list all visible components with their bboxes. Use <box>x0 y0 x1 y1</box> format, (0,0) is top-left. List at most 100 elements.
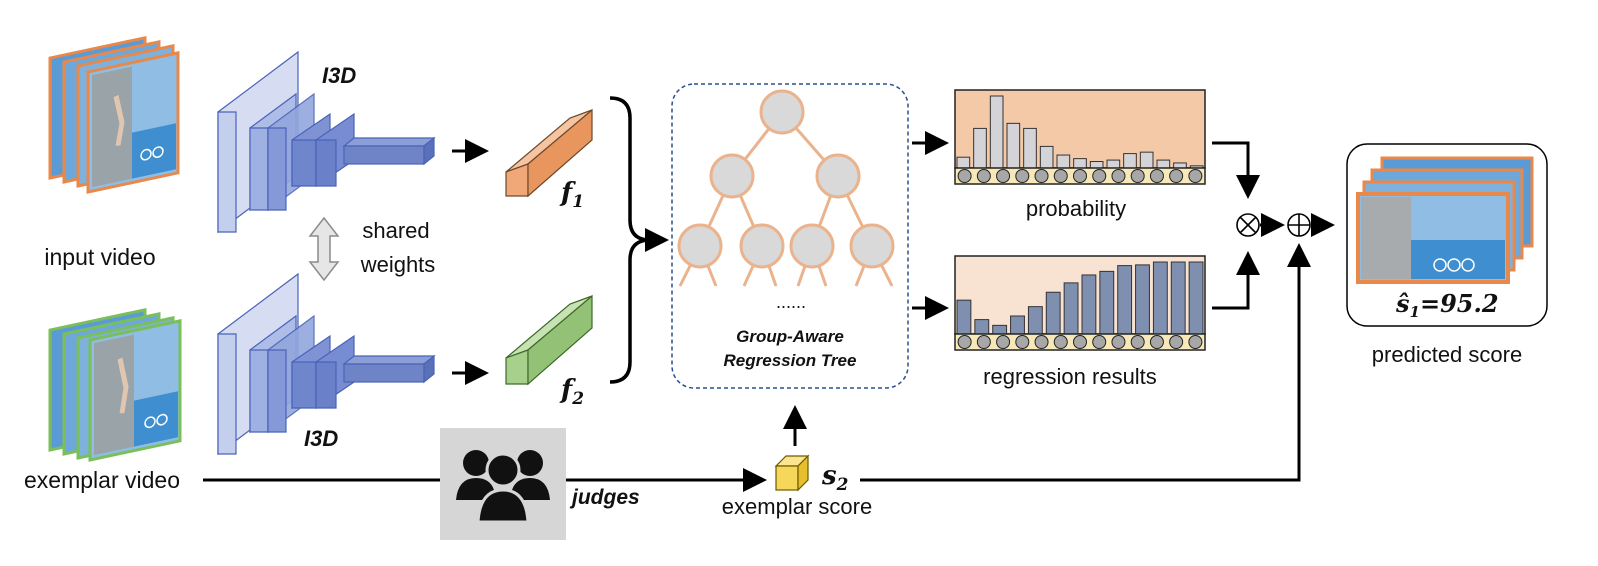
tree-node <box>739 223 785 269</box>
histogram-slot <box>957 335 972 349</box>
histogram-slot <box>1130 169 1145 183</box>
judges-label: judges <box>569 486 640 509</box>
weights-label: weights <box>360 252 436 277</box>
histogram-bar <box>1156 159 1171 169</box>
predicted-score-label: predicted score <box>1372 342 1522 367</box>
histogram-slot <box>976 169 991 183</box>
histogram-slot <box>1111 169 1126 183</box>
shared-label: shared <box>362 218 429 243</box>
histogram-bar <box>1073 158 1087 169</box>
histogram-slot <box>957 169 972 183</box>
histogram-slot <box>1092 335 1107 349</box>
histogram-bar <box>956 299 972 335</box>
predicted-video-stack <box>1356 156 1534 284</box>
feature-f2-block <box>505 294 593 386</box>
histogram-bar <box>992 324 1008 335</box>
tree-ellipsis: ...... <box>776 292 806 312</box>
histogram-bar <box>1063 282 1079 335</box>
f2-label: f2 <box>559 375 584 409</box>
multiply-otimes-icon <box>1236 213 1260 237</box>
histogram-slot <box>996 169 1011 183</box>
histogram-bar <box>1027 306 1043 335</box>
probability-label: probability <box>1026 196 1126 221</box>
input-video-label: input video <box>44 244 155 270</box>
histogram-bar <box>1045 291 1061 335</box>
f1-label: f1 <box>559 178 584 212</box>
histogram-bar <box>973 127 987 169</box>
histogram-slot <box>1073 335 1087 349</box>
histogram-bar <box>1056 154 1071 169</box>
tree-node <box>709 153 755 199</box>
histogram-slot <box>1169 169 1184 183</box>
histogram-bar <box>1039 145 1054 169</box>
regression-tree <box>677 89 895 287</box>
histogram-bar <box>956 156 971 169</box>
histogram-slot <box>1092 169 1107 183</box>
exemplar-score-cube <box>774 454 810 492</box>
feature-f1-block <box>505 108 593 198</box>
histogram-slot <box>1015 169 1030 183</box>
i3d-label-top: I3D <box>322 63 356 88</box>
input-video-stack <box>48 35 180 194</box>
arrow-score-to-add <box>860 243 1311 482</box>
i3d-network-top <box>217 50 436 234</box>
histogram-slot <box>1034 169 1049 183</box>
histogram-slot <box>1053 335 1068 349</box>
histogram-slot <box>1188 169 1203 183</box>
histogram-slot <box>1188 335 1203 349</box>
arrow-prob-to-multiply <box>1212 141 1260 199</box>
histogram-slot <box>996 335 1011 349</box>
shared-weights-double-arrow-icon <box>308 216 340 282</box>
histogram-bar <box>1170 261 1186 335</box>
histogram-slot <box>1073 169 1087 183</box>
histogram-slot <box>1149 169 1164 183</box>
tree-node <box>815 153 861 199</box>
histogram-bar <box>1117 265 1133 335</box>
histogram-bar <box>1099 270 1115 335</box>
tree-root-node <box>759 89 805 135</box>
add-oplus-icon <box>1287 213 1311 237</box>
histogram-bar <box>1010 315 1025 335</box>
histogram-bar <box>1173 162 1187 169</box>
histogram-bar <box>1089 161 1104 169</box>
tree-title-line2: Regression Tree <box>724 351 857 370</box>
histogram-slot <box>1053 169 1068 183</box>
tree-node <box>677 223 723 269</box>
histogram-slot <box>1130 335 1145 349</box>
histogram-slot <box>1015 335 1030 349</box>
merge-brace <box>609 96 651 384</box>
histogram-bar <box>1135 264 1150 335</box>
input-video-frame <box>86 51 180 194</box>
exemplar-video-label: exemplar video <box>24 467 180 493</box>
i3d-label-bottom: I3D <box>304 426 338 451</box>
judges-people-group-icon <box>456 450 550 524</box>
histogram-bar <box>1081 274 1097 335</box>
histogram-bar <box>1006 122 1021 169</box>
exemplar-video-frame <box>88 319 182 462</box>
histogram-bar <box>1023 127 1037 169</box>
tree-node <box>789 223 835 269</box>
s2-label: s2 <box>821 461 849 495</box>
histogram-bar <box>1139 151 1154 169</box>
regression-histogram <box>954 255 1206 351</box>
tree-node <box>849 223 895 269</box>
i3d-network-bottom <box>217 272 436 456</box>
histogram-slot <box>1111 335 1126 349</box>
histogram-slot <box>1169 335 1184 349</box>
histogram-slot <box>1149 335 1164 349</box>
predicted-score-value: ŝ1=95.2 <box>1395 289 1499 321</box>
histogram-bar <box>1106 159 1121 169</box>
tree-title-line1: Group-Aware <box>736 327 844 346</box>
exemplar-score-label: exemplar score <box>722 494 872 519</box>
histogram-bar <box>1123 153 1137 169</box>
histogram-slot <box>976 335 991 349</box>
exemplar-video-stack <box>48 307 182 462</box>
probability-histogram <box>954 89 1206 185</box>
histogram-bar <box>1188 261 1204 335</box>
arrow-reg-to-multiply <box>1212 251 1260 310</box>
histogram-slot <box>1034 335 1049 349</box>
histogram-bar <box>1152 261 1168 335</box>
regression-results-label: regression results <box>983 364 1157 389</box>
histogram-bar <box>989 95 1004 169</box>
